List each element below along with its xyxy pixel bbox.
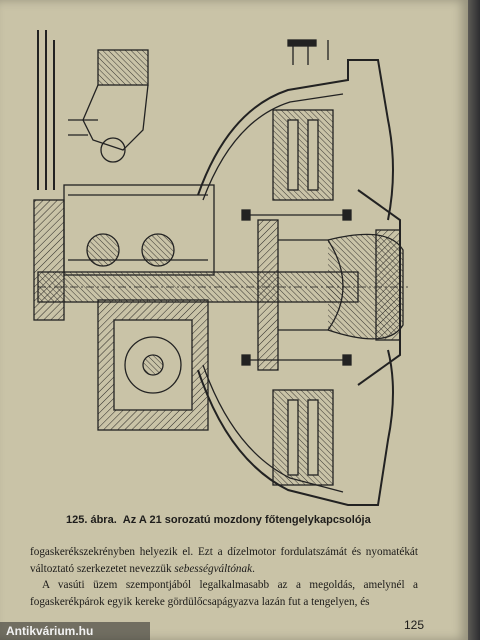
- paragraph-1-text: fogaskerékszekrényben helyezik el. Ezt a…: [30, 546, 418, 575]
- clutch-technical-drawing: [33, 30, 408, 506]
- book-spine: [468, 0, 480, 640]
- book-page: 125. ábra. Az A 21 sorozatú mozdony főten…: [0, 0, 468, 640]
- body-text: fogaskerékszekrényben helyezik el. Ezt a…: [30, 544, 418, 610]
- paragraph-1-end: .: [252, 562, 255, 575]
- paragraph-1: fogaskerékszekrényben helyezik el. Ezt a…: [30, 544, 418, 577]
- figure-number: 125. ábra.: [66, 514, 117, 526]
- watermark: Antikvárium.hu: [0, 622, 150, 640]
- figure-caption: 125. ábra. Az A 21 sorozatú mozdony főten…: [66, 514, 386, 526]
- paragraph-2: A vasúti üzem szempontjából legalkalmasa…: [30, 579, 418, 608]
- figure-caption-text: Az A 21 sorozatú mozdony főtengelykapcso…: [122, 514, 371, 526]
- emphasis-term: sebességváltónak: [174, 562, 253, 575]
- page-number: 125: [403, 618, 424, 632]
